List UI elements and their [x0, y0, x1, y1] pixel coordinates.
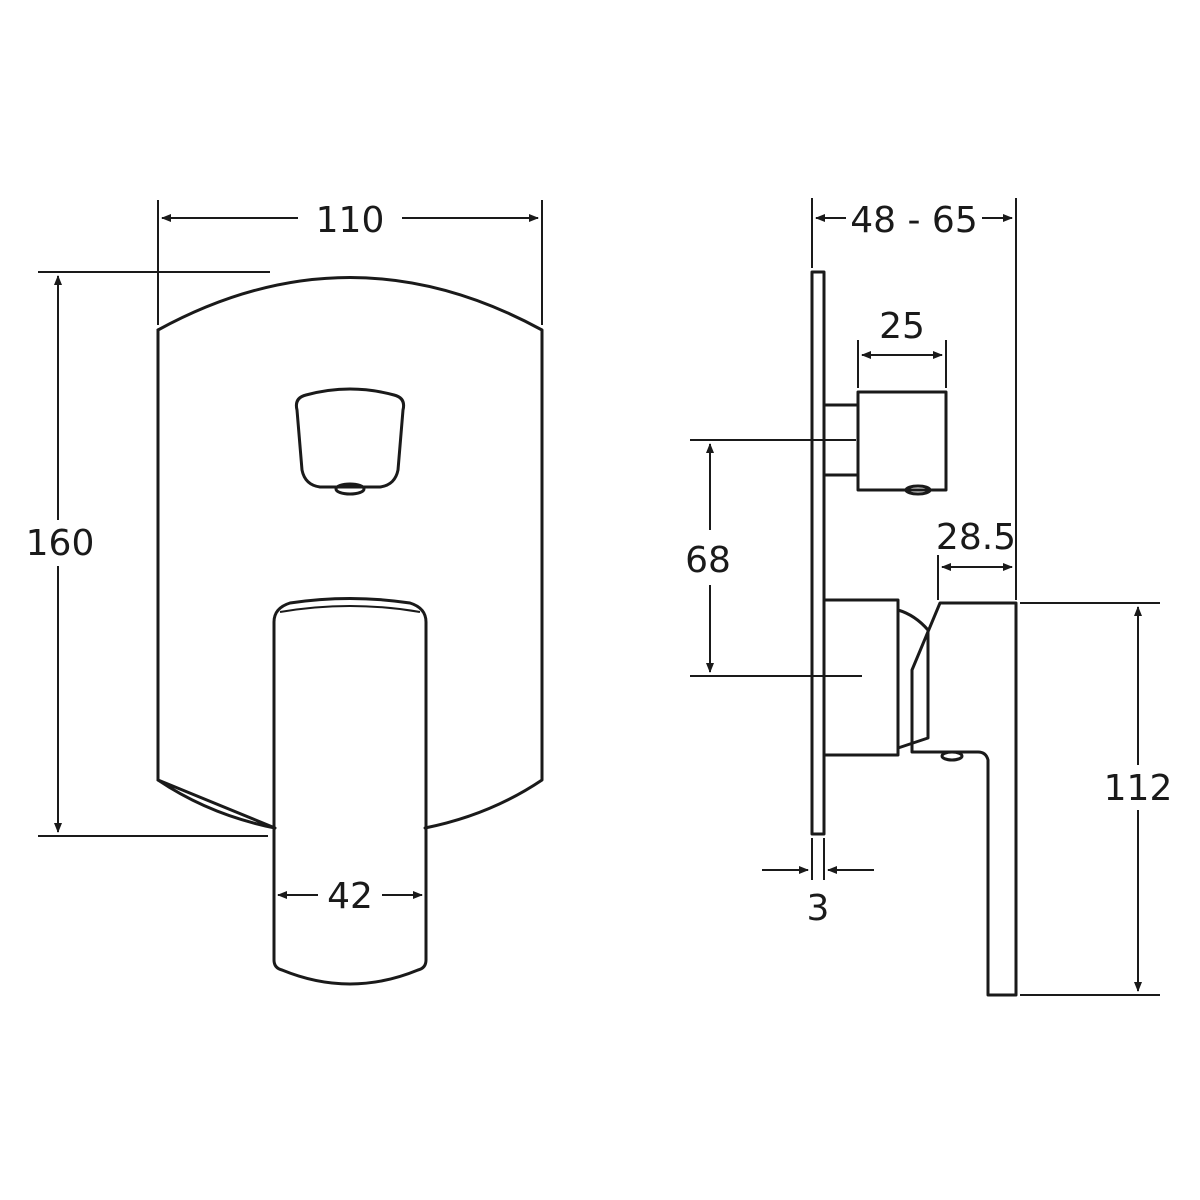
diverter-knob-indicator: [904, 484, 932, 496]
lever-handle: [272, 597, 428, 986]
diverter-indicator: [334, 482, 366, 496]
front-view: [156, 276, 544, 986]
dimension-overall-height: 160: [26, 275, 95, 833]
label-68: 68: [685, 540, 731, 581]
dimension-projection: 48 - 65: [815, 200, 1013, 241]
dimension-center-spacing: 68: [685, 443, 731, 673]
cover-plate-outline: [156, 276, 544, 830]
front-extension-lines: [38, 200, 543, 837]
label-48-65: 48 - 65: [850, 200, 978, 241]
dimension-handle-width: 42: [277, 876, 423, 917]
dimension-handle-height: 112: [1104, 606, 1173, 992]
diverter-button: [294, 387, 406, 489]
dimension-handle-depth: 28.5: [936, 517, 1016, 571]
wall-plate: [810, 270, 826, 836]
label-160: 160: [26, 523, 95, 564]
label-112: 112: [1104, 768, 1173, 809]
label-110: 110: [316, 200, 385, 241]
label-25: 25: [879, 306, 925, 347]
dimension-diverter-depth: 25: [861, 306, 943, 359]
label-42: 42: [327, 876, 373, 917]
label-3: 3: [807, 888, 830, 929]
diverter-knob: [856, 390, 948, 492]
dimension-plate-thickness: 3: [762, 866, 874, 929]
side-extension-lines: [690, 198, 1160, 996]
side-view: [810, 270, 1018, 997]
dimension-overall-width: 110: [161, 200, 539, 241]
lever-side-profile: [910, 601, 1018, 997]
label-28-5: 28.5: [936, 517, 1016, 558]
lever-indicator: [940, 750, 964, 762]
mixer-body: [822, 598, 900, 757]
